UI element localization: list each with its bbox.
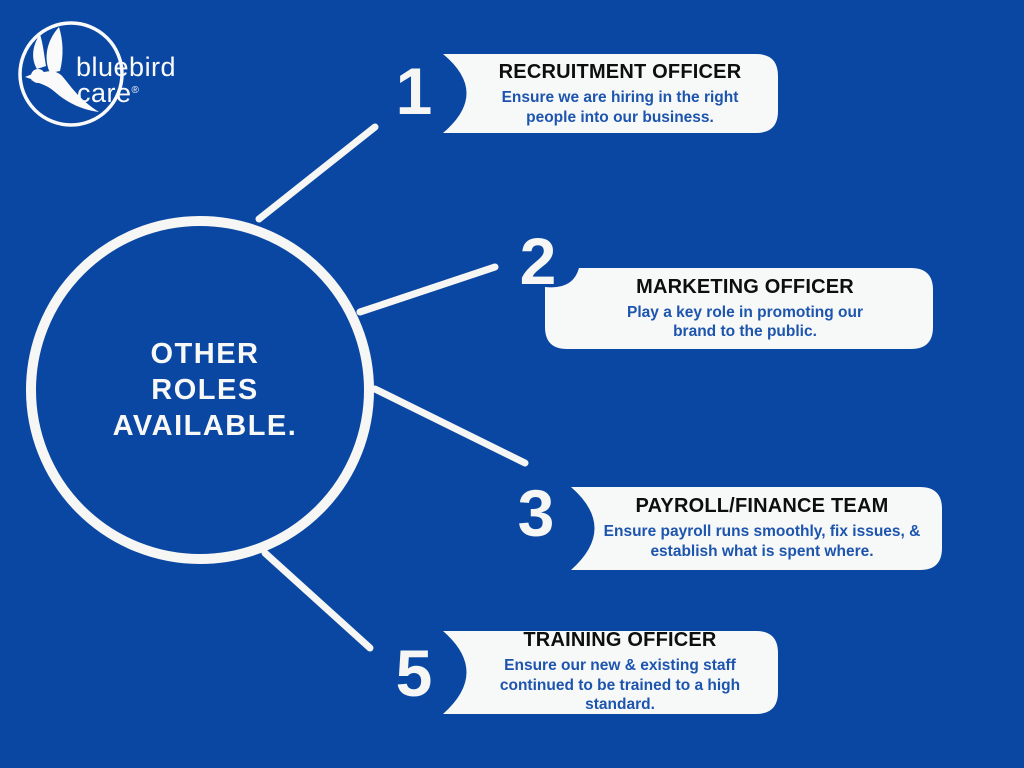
role-number-1: 1 [395, 54, 433, 128]
hub-title: OTHER ROLES AVAILABLE. [112, 338, 298, 442]
role-number-5: 5 [395, 636, 433, 710]
connector-lines [255, 123, 529, 652]
role-card-training: TRAINING OFFICER Ensure our new & existi… [466, 629, 774, 714]
role-card-payroll: PAYROLL/FINANCE TEAM Ensure payroll runs… [586, 488, 938, 568]
logo-ring [18, 21, 124, 127]
role-description-recruitment: Ensure we are hiring in the right people… [501, 89, 739, 126]
connector-line-4 [261, 549, 374, 652]
role-title-marketing: MARKETING OFFICER [636, 275, 854, 298]
dove-icon [25, 27, 99, 112]
role-description-training: Ensure our new & existing staff continue… [499, 657, 741, 714]
brand-name-line2: care® [77, 78, 139, 108]
hub-circle [26, 216, 374, 564]
role-title-recruitment: RECRUITMENT OFFICER [498, 61, 742, 83]
bluebird-care-logo [18, 21, 124, 127]
role-number-3: 3 [517, 476, 555, 550]
role-description-marketing: Play a key role in promoting our brand t… [627, 303, 863, 341]
role-card-marketing: MARKETING OFFICER Play a key role in pro… [562, 269, 928, 348]
role-card-recruitment: RECRUITMENT OFFICER Ensure we are hiring… [466, 56, 774, 132]
role-cards [443, 54, 942, 714]
connector-line-2 [356, 263, 499, 316]
connector-line-1 [255, 123, 379, 223]
card-shape-recruitment [443, 54, 778, 133]
role-title-payroll: PAYROLL/FINANCE TEAM [635, 495, 889, 517]
brand-care-text: care [77, 78, 132, 108]
role-number-2: 2 [519, 224, 557, 298]
registered-trademark: ® [131, 85, 139, 96]
role-description-payroll: Ensure payroll runs smoothly, fix issues… [603, 523, 921, 560]
connector-line-3 [371, 385, 529, 467]
role-title-training: TRAINING OFFICER [523, 629, 717, 652]
card-shape-training [443, 631, 778, 714]
brand-name-line1: bluebird [76, 52, 177, 82]
card-shape-marketing [545, 268, 933, 349]
card-shape-payroll [571, 487, 942, 570]
